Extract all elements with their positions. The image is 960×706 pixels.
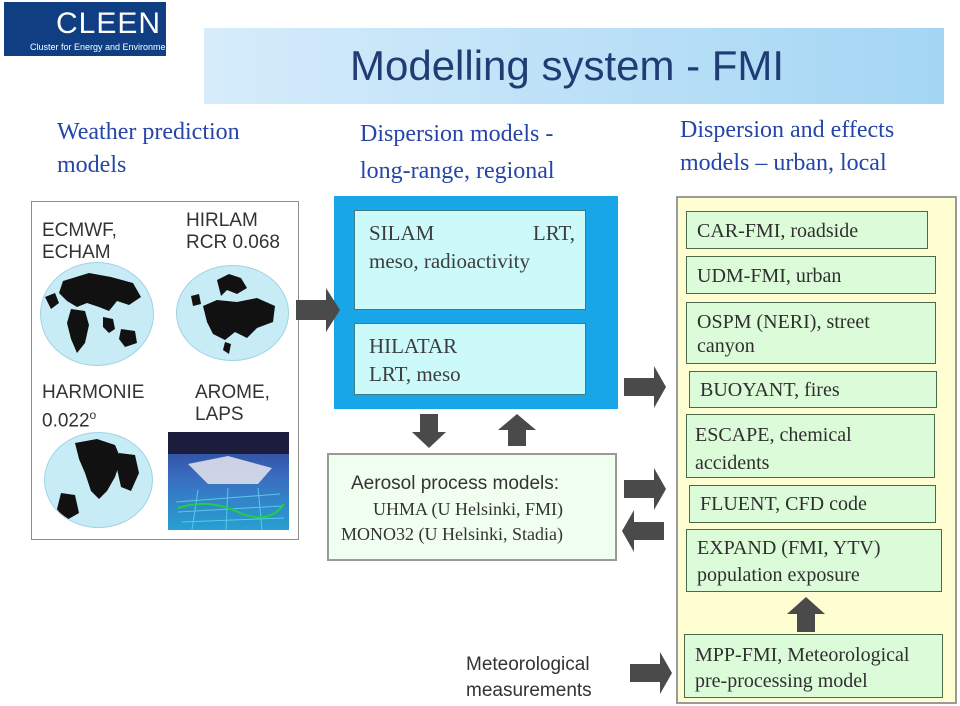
aerosol-models-box: Aerosol process models: UHMA (U Helsinki… bbox=[327, 453, 617, 561]
heading-weather: Weather prediction models bbox=[57, 116, 240, 182]
label-ecmwf: ECMWF, ECHAM bbox=[42, 220, 117, 264]
mpp-line1: MPP-FMI, Meteorological bbox=[695, 644, 910, 666]
urban-model-escape: ESCAPE, chemical accidents bbox=[686, 414, 935, 478]
urban-model-text: canyon bbox=[697, 335, 755, 357]
cleen-logo: CLEEN Cluster for Energy and Environment bbox=[4, 2, 173, 56]
title-bar: Modelling system - FMI bbox=[204, 28, 944, 104]
meteorological-measurements-label: Meteorological measurements bbox=[466, 652, 592, 704]
arrow-right-icon bbox=[624, 366, 666, 408]
aerosol-mono32: MONO32 (U Helsinki, Stadia) bbox=[341, 524, 563, 544]
heading-regional-line1: Dispersion models - bbox=[360, 121, 554, 147]
arrow-right-icon bbox=[624, 468, 666, 510]
silam-name: SILAM bbox=[369, 221, 435, 245]
urban-model-buoyant: BUOYANT, fires bbox=[689, 371, 937, 408]
label-hirlam: HIRLAM RCR 0.068 bbox=[186, 210, 280, 254]
urban-model-car-fmi: CAR-FMI, roadside bbox=[686, 211, 928, 249]
world-map bbox=[40, 262, 154, 366]
urban-model-ospm: OSPM (NERI), street canyon bbox=[686, 302, 936, 364]
silam-box: SILAM LRT, meso, radioactivity bbox=[354, 210, 586, 310]
meteo-line1: Meteorological bbox=[466, 654, 590, 675]
weather-visualization-image bbox=[168, 432, 289, 531]
aerosol-uhma: UHMA (U Helsinki, FMI) bbox=[373, 499, 564, 519]
hilatar-name: HILATAR bbox=[369, 334, 458, 358]
label-hirlam-line1: HIRLAM bbox=[186, 210, 258, 231]
forecast-grid-icon bbox=[168, 432, 289, 531]
arrow-down-icon bbox=[412, 414, 446, 448]
label-harmonie: HARMONIE 0.022o bbox=[42, 382, 144, 432]
silam-desc: meso, radioactivity bbox=[369, 249, 530, 273]
urban-model-text: UDM-FMI, urban bbox=[697, 265, 842, 287]
heading-regional-line2: long-range, regional bbox=[360, 158, 555, 184]
heading-dispersion-urban: Dispersion and effects models – urban, l… bbox=[680, 114, 894, 180]
scandinavia-map bbox=[44, 432, 153, 528]
logo-tagline: Cluster for Energy and Environment bbox=[30, 42, 174, 52]
urban-model-fluent: FLUENT, CFD code bbox=[689, 485, 936, 523]
urban-model-text: OSPM (NERI), street bbox=[697, 311, 870, 333]
label-ecmwf-line2: ECHAM bbox=[42, 242, 111, 263]
label-harmonie-line1: HARMONIE bbox=[42, 382, 145, 403]
arrow-up-icon bbox=[787, 597, 825, 632]
arrow-right-icon bbox=[630, 652, 672, 694]
logo-name: CLEEN bbox=[56, 7, 162, 40]
heading-weather-line1: Weather prediction bbox=[57, 119, 240, 145]
heading-weather-line2: models bbox=[57, 152, 127, 178]
page-title: Modelling system - FMI bbox=[350, 42, 785, 89]
urban-model-text: FLUENT, CFD code bbox=[700, 493, 867, 515]
label-arome: AROME, LAPS bbox=[195, 382, 270, 426]
arrow-up-icon bbox=[498, 414, 536, 446]
hilatar-box: HILATAR LRT, meso bbox=[354, 323, 586, 395]
urban-model-text: ESCAPE, chemical bbox=[695, 424, 852, 446]
arrow-right-icon bbox=[296, 288, 340, 332]
europe-map bbox=[176, 265, 289, 361]
meteo-line2: measurements bbox=[466, 680, 592, 701]
heading-urban-line1: Dispersion and effects bbox=[680, 117, 895, 143]
label-hirlam-line2: RCR 0.068 bbox=[186, 232, 280, 253]
label-arome-line1: AROME, bbox=[195, 382, 270, 403]
urban-model-text: BUOYANT, fires bbox=[700, 379, 840, 401]
world-landmass-icon bbox=[45, 273, 141, 353]
label-arome-line2: LAPS bbox=[195, 404, 244, 425]
europe-landmass-icon bbox=[191, 274, 275, 354]
heading-dispersion-regional: Dispersion models - long-range, regional bbox=[360, 116, 555, 190]
arrow-left-icon bbox=[622, 510, 664, 552]
label-harmonie-line2: 0.022 bbox=[42, 410, 90, 432]
urban-model-text: population exposure bbox=[697, 564, 860, 586]
urban-model-text: EXPAND (FMI, YTV) bbox=[697, 537, 881, 559]
urban-model-udm-fmi: UDM-FMI, urban bbox=[686, 256, 936, 294]
silam-tag: LRT, bbox=[532, 221, 575, 245]
label-ecmwf-line1: ECMWF, bbox=[42, 220, 117, 241]
urban-model-text: CAR-FMI, roadside bbox=[697, 220, 859, 242]
heading-urban-line2: models – urban, local bbox=[680, 150, 887, 176]
urban-model-expand: EXPAND (FMI, YTV) population exposure bbox=[686, 529, 942, 592]
scandinavia-landmass-icon bbox=[57, 439, 139, 521]
urban-model-text: accidents bbox=[695, 452, 770, 474]
aerosol-title: Aerosol process models: bbox=[351, 473, 560, 494]
hilatar-desc: LRT, meso bbox=[369, 362, 461, 386]
mpp-fmi-box: MPP-FMI, Meteorological pre-processing m… bbox=[684, 634, 943, 698]
label-harmonie-degree: o bbox=[89, 408, 97, 422]
mpp-line2: pre-processing model bbox=[695, 670, 868, 692]
